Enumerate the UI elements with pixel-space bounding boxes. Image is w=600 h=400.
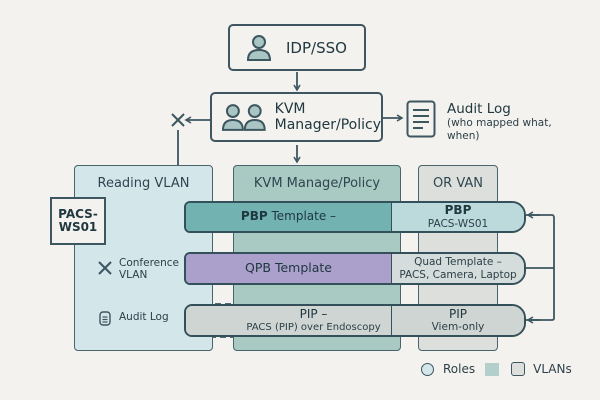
band-pip-right: PIP Viem-only — [392, 306, 524, 335]
workstation-pacs-ws01[interactable]: PACS- WS01 — [50, 197, 106, 245]
lane-reading-vlan-title: Reading VLAN — [97, 176, 190, 191]
lane-or-van-title: OR VAN — [432, 176, 484, 191]
band-pbp-right-sub: PACS-WS01 — [427, 217, 489, 230]
audit-log-title: Audit Log — [447, 101, 511, 117]
band-qpb-right-title: Quad Template – — [414, 256, 502, 269]
legend-fill-swatch — [485, 362, 500, 376]
band-pbp-left: PBP Template – — [186, 203, 392, 231]
band-pbp-left-label: Template – — [267, 209, 337, 224]
user-icon — [246, 34, 272, 61]
band-pbp-right-title: PBP — [444, 203, 472, 218]
audit-log-subtitle-1: (who mapped what, — [447, 117, 552, 130]
band-qpb-right: Quad Template – PACS, Camera, Laptop — [392, 254, 524, 283]
band-pip-left-title: PIP – — [299, 306, 328, 321]
band-pip-left: PIP – PACS (PIP) over Endoscopy — [186, 306, 392, 335]
workstation-label-1: PACS- — [58, 206, 98, 221]
document-icon — [99, 311, 111, 326]
bracket-right — [526, 214, 555, 321]
blocked-x-icon — [171, 113, 185, 127]
conference-label-2: VLAN — [119, 269, 148, 282]
band-qpb-left-label: QPB Template — [245, 260, 332, 276]
band-pip-right-title: PIP — [448, 306, 467, 321]
idp-sso-label: IDP/SSO — [286, 38, 347, 57]
lane-kvm-policy-title: KVM Manage/Policy — [253, 176, 381, 191]
kvm-manager-label-line1: KVM — [274, 100, 306, 117]
legend: Roles VLANs — [421, 362, 572, 376]
legend-roles-swatch — [421, 362, 434, 376]
idp-sso-node[interactable]: IDP/SSO — [228, 24, 366, 71]
band-pip-left-sub: PACS (PIP) over Endoscopy — [246, 321, 381, 333]
conference-vlan-label: Conference VLAN — [119, 257, 179, 281]
kvm-manager-label-line2: Manager/Policy — [274, 117, 381, 133]
document-icon — [406, 100, 436, 138]
legend-vlans-label: VLANs — [533, 362, 572, 376]
band-qpb-left: QPB Template — [186, 254, 392, 283]
blocked-x-icon — [98, 261, 112, 275]
reading-audit-log-label: Audit Log — [119, 311, 169, 323]
band-pip-right-sub: Viem-only — [431, 321, 485, 334]
band-pbp-left-text: PBP Template – — [240, 209, 337, 224]
band-pip[interactable]: PIP – PACS (PIP) over Endoscopy PIP Viem… — [184, 304, 526, 337]
band-pbp[interactable]: PBP Template – PBP PACS-WS01 — [184, 201, 526, 233]
band-qpb-right-sub: PACS, Camera, Laptop — [399, 268, 517, 281]
legend-vlans-swatch — [511, 362, 526, 376]
band-pbp-left-bold: PBP — [240, 209, 268, 224]
audit-log-subtitle-2: when) — [447, 129, 480, 142]
audit-log-top: Audit Log (who mapped what, when) — [447, 101, 552, 142]
legend-roles-label: Roles — [443, 362, 476, 376]
kvm-manager-node[interactable]: KVM Manager/Policy — [210, 92, 383, 142]
band-qpb[interactable]: QPB Template Quad Template – PACS, Camer… — [184, 252, 526, 285]
users-icon — [221, 104, 266, 131]
workstation-label-2: WS01 — [58, 220, 98, 234]
band-pbp-right: PBP PACS-WS01 — [392, 203, 524, 231]
conference-label-1: Conference — [119, 257, 180, 269]
